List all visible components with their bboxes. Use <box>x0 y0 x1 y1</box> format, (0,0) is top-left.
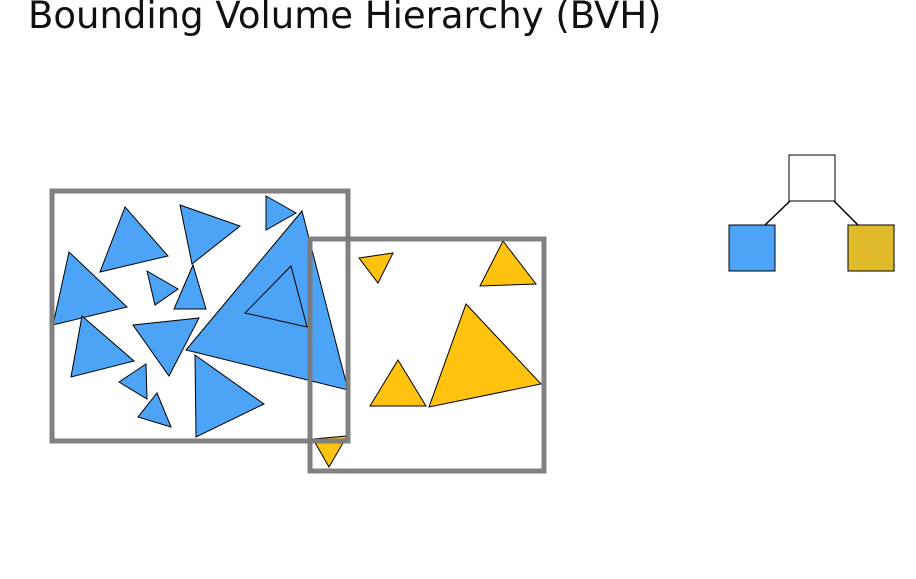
yellow-triangle <box>369 359 427 407</box>
blue-triangle <box>173 263 207 310</box>
blue-triangles <box>52 195 349 438</box>
yellow-bounding-box <box>307 236 547 474</box>
tree-blue-node <box>728 224 776 272</box>
tree-yellow-node <box>847 224 895 272</box>
blue-triangle <box>52 251 129 326</box>
blue-triangle <box>70 315 136 378</box>
tree-root-node <box>788 154 836 202</box>
tree-edge-right <box>833 200 859 226</box>
blue-triangle-inner <box>244 265 308 328</box>
yellow-triangle-large <box>428 303 542 408</box>
tree-edge-left <box>764 200 791 226</box>
blue-triangle <box>137 392 172 428</box>
blue-triangle <box>146 269 179 306</box>
bvh-tree <box>728 154 895 272</box>
blue-triangle <box>99 206 169 273</box>
yellow-triangle <box>358 252 394 284</box>
blue-triangle <box>132 317 200 377</box>
blue-triangle <box>118 363 148 400</box>
yellow-triangles <box>312 240 542 469</box>
page-title: Bounding Volume Hierarchy (BVH) <box>28 0 662 37</box>
yellow-triangle <box>479 240 537 287</box>
blue-bounding-box <box>49 188 351 444</box>
blue-triangle <box>194 354 265 438</box>
yellow-triangle <box>312 435 348 469</box>
blue-triangle <box>179 204 242 265</box>
blue-triangle <box>265 195 298 231</box>
